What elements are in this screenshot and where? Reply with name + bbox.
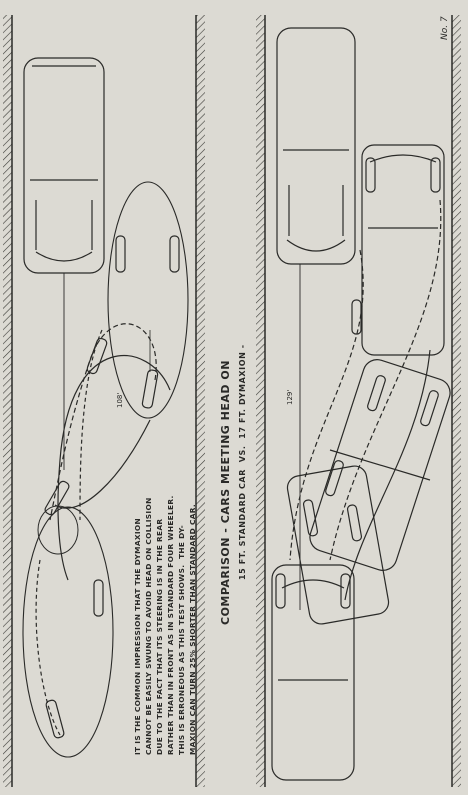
standard-car-left: [23, 57, 105, 470]
diagram-subheading: 15 FT. STANDARD CAR VS. 17 FT. DYMAXION …: [238, 344, 247, 580]
dymaxion-turn-loop-left-bottom: [22, 505, 114, 758]
caption-line: CANNOT BE EASILY SWUNG TO AVOID HEAD ON …: [144, 497, 153, 755]
caption-line: IT IS THE COMMON IMPRESSION THAT THE DYM…: [133, 518, 142, 755]
caption-line: THIS IS ERRONEOUS AS THIS TEST SHOWS. TH…: [177, 525, 186, 755]
curb-right-inner: [256, 15, 265, 787]
diagram-heading: COMPARISON - CARS MEETING HEAD ON: [219, 360, 232, 625]
dymaxion-position-3: [286, 465, 390, 625]
dimension-label-right: 129': [286, 389, 294, 405]
caption-line: MAXION CAN TURN 25% SHORTER THAN STANDAR…: [188, 504, 197, 755]
curb-right-outer: [452, 15, 461, 787]
curb-left-outer: [3, 15, 12, 787]
caption: IT IS THE COMMON IMPRESSION THAT THE DYM…: [132, 495, 198, 755]
road-edges: [3, 15, 461, 787]
sheet-number: No. 7: [440, 16, 450, 40]
dimension-label-left: 108': [116, 392, 124, 408]
dymaxion-position-2: [309, 359, 451, 571]
caption-line: RATHER THAN IN FRONT AS IN STANDARD FOUR…: [166, 495, 175, 755]
turn-paths-right: [289, 199, 442, 601]
dymaxion-position-1: [351, 144, 445, 356]
caption-line: DUE TO THE FACT THAT ITS STEERING IS IN …: [155, 518, 164, 755]
standard-car-right-bottom: [271, 564, 355, 781]
standard-car-right: [276, 27, 356, 610]
curb-left-inner: [196, 15, 205, 787]
dymaxion-turn-loop-left: [107, 181, 189, 419]
